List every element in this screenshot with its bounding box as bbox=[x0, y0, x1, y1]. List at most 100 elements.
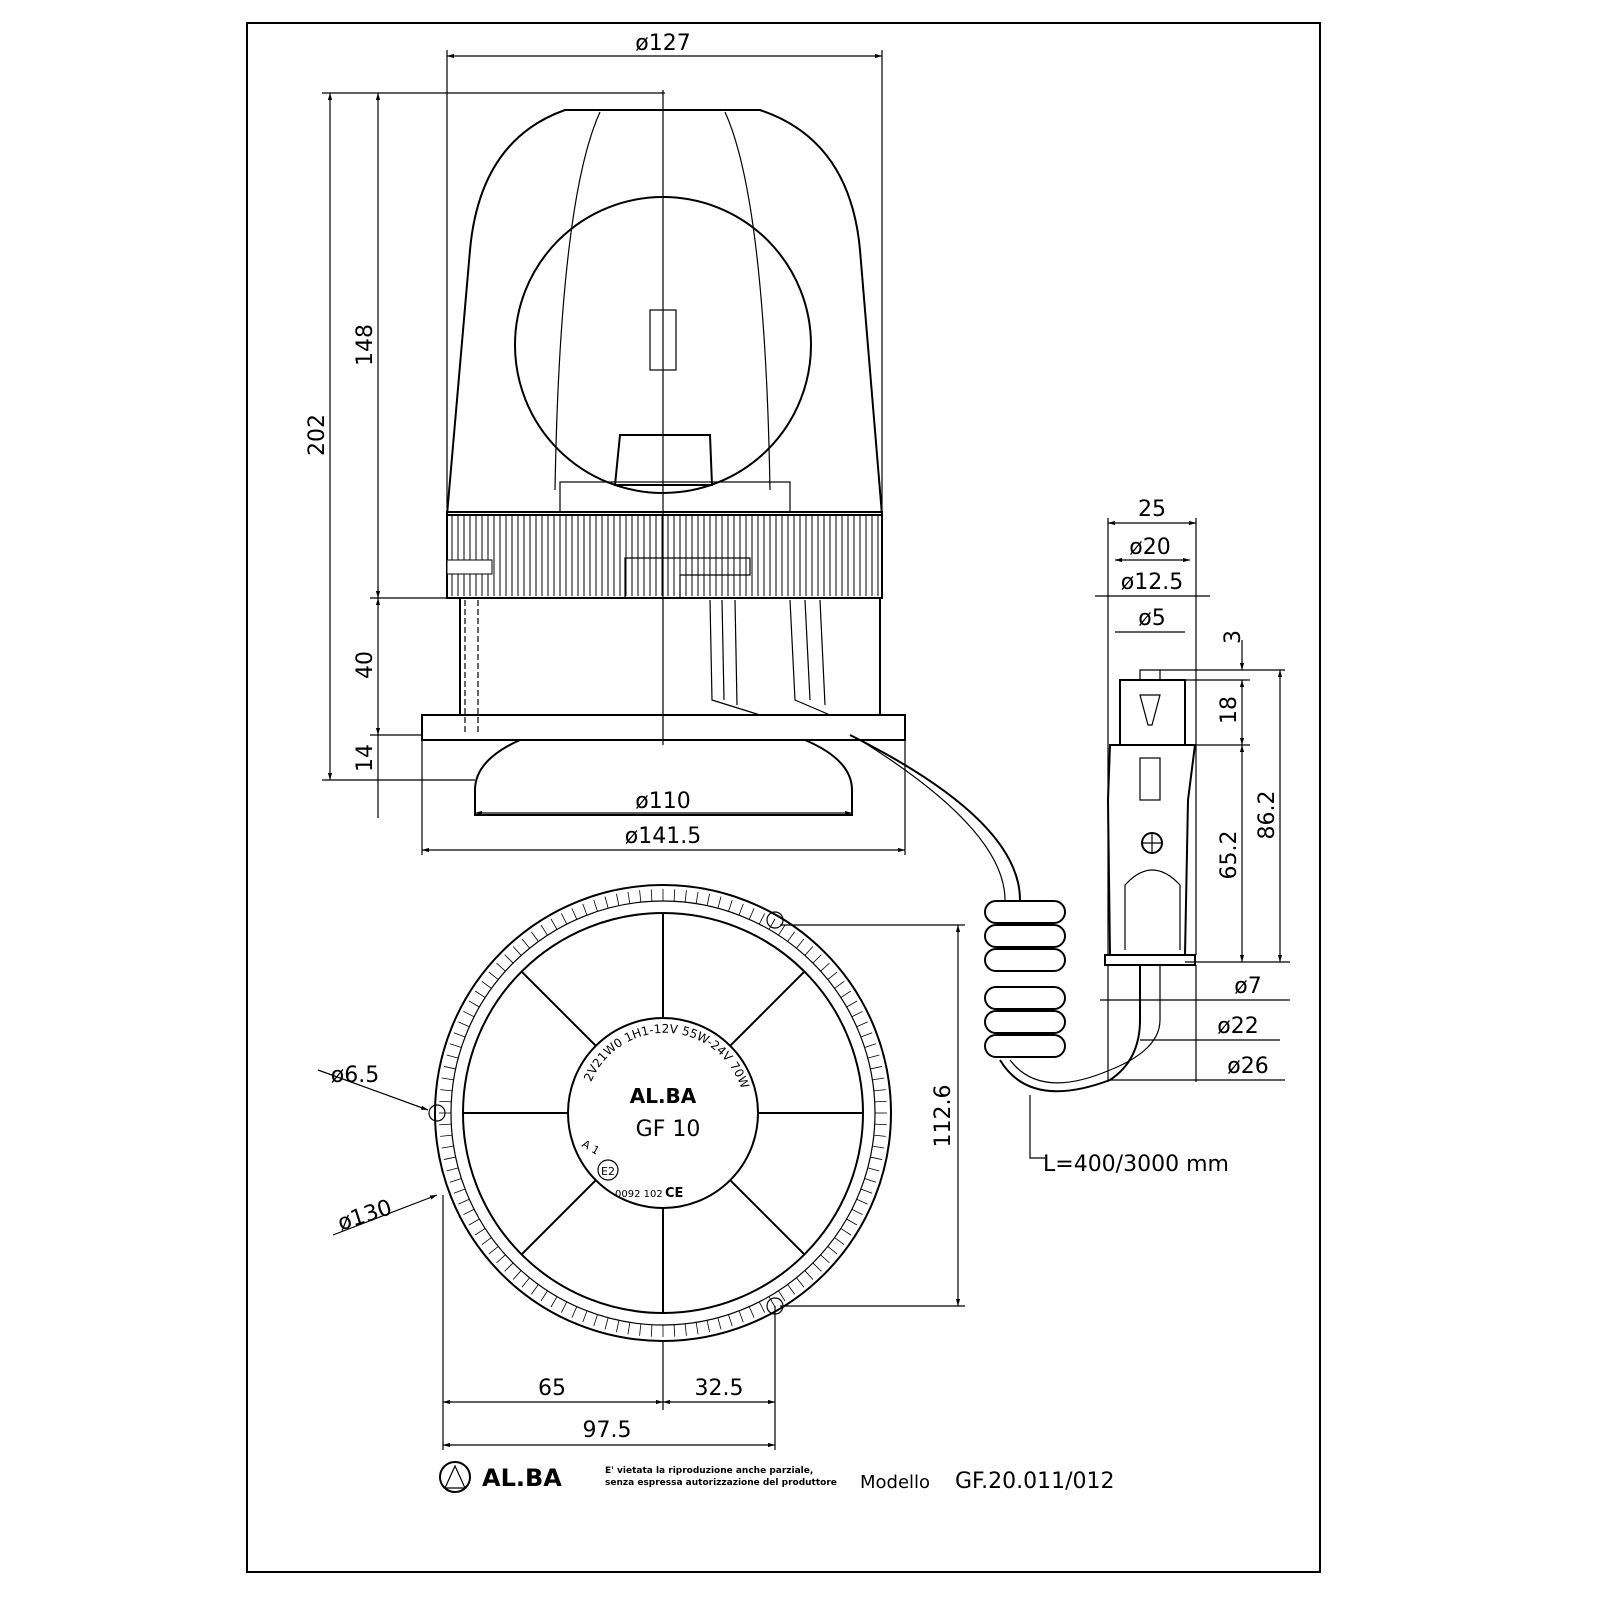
ring-tick bbox=[684, 890, 687, 903]
ring-tick bbox=[758, 1301, 766, 1313]
ring-tick bbox=[453, 1188, 466, 1194]
ring-tick bbox=[531, 931, 539, 942]
ring-tick bbox=[439, 1123, 452, 1126]
cable-coil bbox=[984, 924, 1066, 948]
ring-tick bbox=[468, 1000, 480, 1008]
plug-dimensions: 25 ø20 ø12.5 ø5 3 18 65.2 86.2 ø7 ø22 ø2… bbox=[1029, 497, 1290, 1177]
ring-tick bbox=[468, 1218, 480, 1226]
ring-tick bbox=[851, 1208, 863, 1216]
ring-tick bbox=[695, 891, 699, 904]
label-ratings: 12V21W0 1H1-12V 55W-24V 70W bbox=[0, 0, 752, 1091]
beacon-side-view: /* ribs drawn below */ bbox=[421, 90, 906, 816]
ring-tick bbox=[488, 971, 499, 980]
footer-disclaimer-1: E' vietata la riproduzione anche parzial… bbox=[605, 1466, 813, 1476]
ring-tick bbox=[512, 1270, 522, 1280]
ring-tick bbox=[728, 1314, 733, 1327]
ring-tick bbox=[604, 896, 609, 909]
ring-tick bbox=[778, 924, 786, 936]
ring-tick bbox=[834, 1237, 845, 1245]
ring-tick bbox=[639, 1323, 642, 1336]
ring-tick bbox=[748, 1306, 755, 1318]
ring-tick bbox=[820, 1254, 830, 1264]
ring-tick bbox=[860, 1188, 873, 1194]
cable-coil bbox=[984, 1034, 1066, 1058]
ring-tick bbox=[593, 1314, 598, 1327]
ring-tick bbox=[804, 946, 814, 956]
dim-plug-3: 3 bbox=[1221, 630, 1246, 644]
ring-tick bbox=[738, 903, 744, 916]
brand-logo-icon bbox=[439, 1461, 471, 1493]
ring-tick bbox=[748, 908, 755, 920]
dim-cup-height: 14 bbox=[353, 744, 378, 772]
ring-tick bbox=[521, 1277, 530, 1288]
ring-tick bbox=[778, 1290, 786, 1302]
ring-tick bbox=[453, 1032, 466, 1038]
ring-tick bbox=[851, 1010, 863, 1018]
ring-tick bbox=[616, 1320, 620, 1333]
dim-cable-d26: ø26 bbox=[1227, 1054, 1268, 1079]
lens-spoke bbox=[729, 970, 806, 1047]
ring-tick bbox=[673, 1324, 676, 1337]
ring-tick bbox=[728, 899, 733, 912]
ring-tick bbox=[443, 1156, 456, 1160]
ring-tick bbox=[463, 1010, 475, 1018]
ring-tick bbox=[873, 1134, 886, 1137]
side-dimensions: ø127 202 148 40 14 ø110 ø141.5 bbox=[305, 31, 906, 855]
ring-tick bbox=[684, 1323, 687, 1336]
cable-coil bbox=[984, 986, 1066, 1010]
ring-tick bbox=[504, 1262, 514, 1272]
ring-tick bbox=[639, 890, 642, 903]
dim-hole-diameter: ø6.5 bbox=[331, 1063, 379, 1088]
ring-tick bbox=[856, 1021, 868, 1028]
dim-dome-height: 148 bbox=[353, 324, 378, 366]
ring-tick bbox=[521, 938, 530, 949]
ring-tick bbox=[706, 893, 710, 906]
ring-tick bbox=[870, 1156, 883, 1160]
ring-tick bbox=[804, 1270, 814, 1280]
ring-tick bbox=[440, 1089, 453, 1092]
ring-tick bbox=[864, 1043, 877, 1048]
ring-tick bbox=[870, 1066, 883, 1070]
label-model: GF 10 bbox=[636, 1117, 701, 1142]
ring-tick bbox=[571, 908, 578, 920]
ring-tick bbox=[540, 924, 548, 936]
cable-and-plug bbox=[849, 669, 1197, 1093]
ring-tick bbox=[540, 1290, 548, 1302]
ring-tick bbox=[449, 1178, 462, 1183]
ring-tick bbox=[531, 1284, 539, 1295]
ring-tick bbox=[504, 954, 514, 964]
ring-tick bbox=[812, 1262, 822, 1272]
beacon-top-view: 12V21W0 1H1-12V 55W-24V 70W AL.BA GF 10 … bbox=[0, 0, 892, 1342]
label-approval-number: 0092 102 bbox=[615, 1189, 663, 1200]
ring-tick bbox=[872, 1145, 885, 1149]
ring-tick bbox=[787, 931, 795, 942]
ring-tick bbox=[496, 962, 506, 972]
dim-cable-length: L=400/3000 mm bbox=[1043, 1152, 1229, 1177]
ring-tick bbox=[463, 1208, 475, 1216]
label-ce: CE bbox=[665, 1186, 683, 1201]
dim-top-diameter: ø127 bbox=[635, 31, 690, 56]
ring-tick bbox=[550, 918, 558, 930]
ring-tick bbox=[860, 1032, 873, 1038]
top-dimensions: 112.6 ø6.5 ø130 65 32.5 97.5 bbox=[317, 924, 965, 1450]
ring-tick bbox=[856, 1198, 868, 1205]
ring-tick bbox=[796, 1277, 805, 1288]
ring-tick bbox=[827, 1246, 838, 1255]
label-brand: AL.BA bbox=[630, 1084, 697, 1108]
dim-plug-d5: ø5 bbox=[1138, 606, 1165, 631]
title-block: AL.BA E' vietata la riproduzione anche p… bbox=[439, 1461, 1115, 1494]
ring-tick bbox=[873, 1089, 886, 1092]
ring-tick bbox=[458, 1021, 470, 1028]
ring-tick bbox=[787, 1284, 795, 1295]
footer-disclaimer-2: senza espressa autorizzazione del produt… bbox=[605, 1478, 837, 1488]
ring-tick bbox=[627, 1322, 631, 1335]
dim-total-height: 202 bbox=[305, 414, 330, 456]
cable-coil bbox=[984, 900, 1066, 924]
cable-coil bbox=[984, 948, 1066, 972]
ring-tick bbox=[627, 891, 631, 904]
ring-tick bbox=[717, 896, 722, 909]
ring-tick bbox=[560, 913, 568, 925]
ring-tick bbox=[446, 1167, 459, 1172]
ring-tick bbox=[550, 1296, 558, 1308]
